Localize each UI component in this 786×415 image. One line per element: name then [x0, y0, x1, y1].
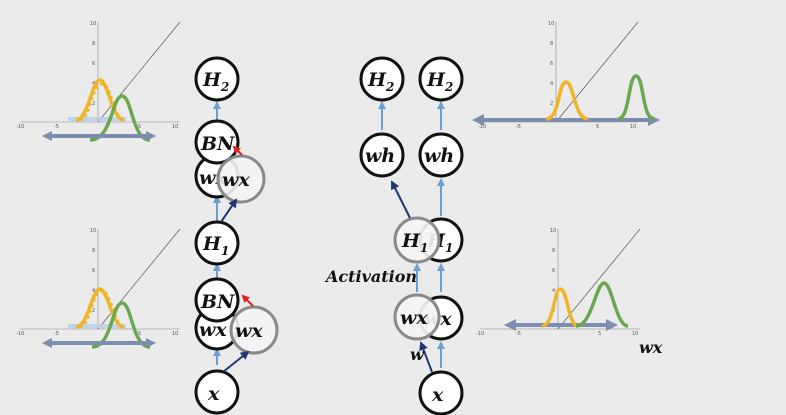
- tick-x-3: 5: [598, 331, 601, 337]
- node-bn-label: BN: [200, 133, 235, 155]
- tick-y-1: 10: [90, 228, 96, 234]
- node-h2-sub: 2: [220, 80, 229, 94]
- node-left-h1: H1: [194, 220, 240, 266]
- tick-y-5: 2: [92, 308, 95, 314]
- tick-x-3: 5: [596, 124, 599, 130]
- node-left-wx-ghost-1: wx: [216, 154, 266, 204]
- node-right-wh-b: wh: [418, 132, 464, 178]
- node-wx-label-rg: wx: [400, 307, 428, 329]
- weight-arrow-3: [391, 180, 411, 219]
- node-right-h2-b: H2: [418, 56, 464, 102]
- tick-y-3: 6: [92, 268, 95, 274]
- node-h1-sub-rb: 1: [445, 241, 453, 255]
- weight-arrow-4: [419, 341, 433, 373]
- node-h1-sub: 1: [221, 244, 229, 258]
- tick-y-1: 10: [548, 21, 554, 27]
- tick-x-1: -10: [16, 124, 24, 130]
- node-h2-sub-r2: 2: [444, 80, 453, 94]
- node-h2-label-r1: H: [367, 69, 387, 91]
- plot-bottom-right: -10 -5 5 10 10 8 6 4 2: [476, 228, 641, 337]
- tick-x-2: -5: [516, 331, 521, 337]
- node-x-label-r: x: [431, 384, 444, 406]
- plot-top-right: -10 -5 5 10 10 8 6 4 2: [472, 21, 660, 130]
- node-x-label: x: [207, 383, 220, 405]
- plot-top-left: -10 -5 5 10 10 8 6 4 2: [16, 21, 181, 142]
- tick-y-4: 4: [92, 288, 95, 294]
- tick-y-3: 6: [92, 61, 95, 67]
- tick-y-2: 8: [550, 41, 553, 47]
- tick-x-4: 10: [630, 124, 636, 130]
- svg-text:H2: H2: [426, 69, 453, 94]
- svg-text:H1: H1: [401, 230, 428, 255]
- node-right-wx-ghost: wx: [393, 293, 441, 341]
- weight-label: w: [410, 345, 425, 364]
- node-right-wh-a: wh: [359, 132, 405, 178]
- node-left-bn-1: BN: [194, 119, 240, 165]
- node-left-wx-ghost-2: wx: [229, 305, 279, 355]
- node-h1-label: H: [202, 233, 222, 255]
- node-h1-sub-rg: 1: [420, 241, 428, 255]
- tick-y-4: 4: [550, 81, 553, 87]
- tick-x-1: -10: [16, 331, 24, 337]
- node-wx-label-2: wx: [199, 319, 227, 341]
- tick-y-2: 8: [552, 248, 555, 254]
- node-h2-label: H: [202, 69, 222, 91]
- tick-y-4: 4: [552, 288, 555, 294]
- tick-x-3: 5: [138, 331, 141, 337]
- tick-x-2: -5: [54, 124, 59, 130]
- plot-bottom-left: -10 -5 5 10 10 8 6 4 2: [16, 228, 181, 349]
- node-left-x: x: [194, 369, 240, 415]
- node-right-h2-a: H2: [359, 56, 405, 102]
- node-wx-ghost-label-2: wx: [235, 320, 263, 342]
- tick-x-2: -5: [516, 124, 521, 130]
- tick-x-4: 10: [632, 331, 638, 337]
- node-wx-ghost-label: wx: [222, 169, 250, 191]
- tick-x-1: -10: [476, 331, 484, 337]
- tick-y-3: 6: [550, 61, 553, 67]
- weight-arrow-2: [222, 350, 250, 373]
- wx-caption: wx: [639, 338, 663, 357]
- node-h2-sub-r1: 2: [385, 80, 394, 94]
- svg-text:H1: H1: [202, 233, 229, 258]
- tick-x-4: 10: [172, 331, 178, 337]
- right-forward-arrows: [378, 101, 445, 368]
- tick-y-1: 10: [550, 228, 556, 234]
- activation-label: Activation: [324, 267, 417, 286]
- tick-y-5: 2: [92, 101, 95, 107]
- node-right-x: x: [418, 370, 464, 415]
- tick-x-2: -5: [54, 331, 59, 337]
- node-bn-label-2: BN: [200, 291, 235, 313]
- tick-y-4: 4: [92, 81, 95, 87]
- svg-text:H2: H2: [202, 69, 229, 94]
- node-left-bn-2: BN: [194, 277, 240, 323]
- tick-y-3: 6: [552, 268, 555, 274]
- tick-x-3: 5: [138, 124, 141, 130]
- tick-x-1: -10: [478, 124, 486, 130]
- node-h2-label-r2: H: [426, 69, 446, 91]
- tick-y-2: 8: [92, 41, 95, 47]
- tick-x-4: 10: [172, 124, 178, 130]
- tick-y-1: 10: [90, 21, 96, 27]
- svg-text:H2: H2: [367, 69, 394, 94]
- grad-arrow-1: [232, 145, 243, 156]
- tick-y-5: 2: [550, 101, 553, 107]
- grad-arrow-2: [241, 294, 254, 307]
- node-wh-label-1: wh: [365, 145, 395, 167]
- node-left-h2: H2: [194, 56, 240, 102]
- node-wh-label-2: wh: [424, 145, 454, 167]
- tick-y-2: 8: [92, 248, 95, 254]
- node-h1-label-rg: H: [401, 230, 421, 252]
- weight-arrow-1: [220, 198, 238, 223]
- node-right-h1-ghost: H1: [393, 216, 441, 264]
